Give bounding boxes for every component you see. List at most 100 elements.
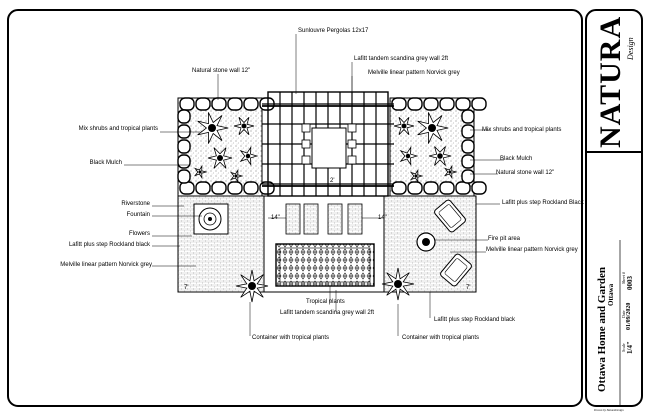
stone-icon	[461, 124, 475, 139]
date-value: 01/09/2020	[626, 302, 632, 330]
dimension-label: 14"	[271, 215, 280, 221]
container-plant-icon	[381, 267, 415, 301]
melville-top-label: Melville linear pattern Norvick grey	[368, 70, 460, 76]
stone-icon	[243, 181, 259, 195]
stone-icon	[471, 97, 487, 111]
shrub-icon	[193, 164, 208, 180]
stone-icon	[407, 97, 423, 111]
dimension-label: 7'	[184, 285, 189, 291]
title-block-frame	[585, 9, 643, 407]
lounge-chair-icon	[440, 253, 472, 287]
stone-icon	[227, 181, 243, 195]
stone-icon	[177, 139, 191, 154]
dining-table-icon	[311, 127, 347, 169]
dimension-label: 14"	[378, 215, 387, 221]
scale-value: 1/4"	[626, 341, 634, 354]
mulch-left-label: Black Mulch	[89, 160, 122, 166]
shrubs-right-label: Mix shrubs and tropical plants	[482, 127, 562, 133]
stone-icon	[195, 181, 211, 195]
fire-pit-label: Fire pit area	[488, 236, 521, 242]
lounge-chair-icon	[434, 199, 466, 233]
tropical-plant-bed	[275, 243, 375, 287]
stone-icon	[227, 97, 243, 111]
fountain-label: Fountain	[126, 212, 150, 218]
shrub-icon	[233, 117, 255, 135]
sheet-value: 0003	[626, 276, 634, 290]
shrub-icon	[417, 112, 449, 144]
mulch-right-label: Black Mulch	[500, 156, 533, 162]
project-city: Ottawa	[607, 283, 615, 306]
tropical-shrubs	[193, 112, 458, 184]
step-right-bottom-label: Lafitt plus step Rockland black	[434, 317, 516, 323]
container-right-label: Container with tropical plants	[402, 335, 480, 341]
stone-icon	[177, 109, 191, 124]
stone-icon	[471, 181, 487, 195]
pergola-label: Sunlouvre Pergolas 12x17	[298, 28, 369, 34]
shrub-icon	[409, 168, 424, 184]
tropical-plant-bed-inner	[279, 247, 371, 283]
stone-icon	[439, 181, 455, 195]
stone-icon	[461, 109, 475, 124]
container-plant-icon	[235, 269, 269, 303]
container-plant-icon	[235, 269, 269, 303]
stone-icon	[195, 97, 211, 111]
stone-icon	[455, 97, 471, 111]
tropical-plants-label: Tropical plants	[306, 299, 345, 305]
tandem-wall-top-label: Lafitt tandem scandina grey wall 2ft	[354, 56, 449, 62]
stone-icon	[455, 181, 471, 195]
leader-lines	[124, 34, 504, 336]
pergola	[262, 91, 394, 197]
tandem-wall-bottom-label: Lafitt tandem scandina grey wall 2ft	[280, 310, 375, 316]
stone-icon	[243, 97, 259, 111]
stone-icon	[177, 124, 191, 139]
stone-icon	[461, 154, 475, 169]
stone-wall-right-label: Natural stone wall 12"	[496, 170, 555, 176]
fountain-icon	[203, 212, 217, 226]
garden-bed-left	[177, 97, 263, 197]
shrub-icon	[207, 147, 233, 169]
stone-icon	[177, 169, 191, 184]
step-left-label: Lafitt plus step Rockland black	[68, 242, 150, 248]
shrub-icon	[399, 146, 419, 166]
stone-icon	[423, 97, 439, 111]
riverstone-label: Riverstone	[121, 201, 150, 207]
stone-icon	[407, 181, 423, 195]
step-block	[327, 203, 343, 235]
dimension-label: 2'	[330, 178, 335, 184]
stone-icon	[439, 97, 455, 111]
shrub-icon	[229, 168, 244, 184]
shrub-icon	[443, 164, 458, 180]
stone-icon	[179, 181, 195, 195]
shrub-icon	[393, 117, 415, 135]
container-plant-icon	[381, 267, 415, 301]
stone-icon	[461, 139, 475, 154]
brand-logo-script: Design	[626, 37, 635, 60]
step-block	[285, 203, 301, 235]
step-right-top-label: Lafitt plus step Rockland Black	[502, 200, 584, 206]
fire-pit-icon	[422, 238, 430, 246]
stone-icon	[461, 169, 475, 184]
stone-icon	[423, 181, 439, 195]
step-block	[347, 203, 363, 235]
natural-stone-wall	[177, 97, 487, 195]
shrub-icon	[428, 146, 452, 166]
stone-icon	[179, 97, 195, 111]
dimension-label: 7'	[466, 285, 471, 291]
melville-right-label: Melville linear pattern Norvick grey	[486, 247, 578, 253]
melville-left-label: Melville linear pattern Norvick grey	[60, 262, 152, 268]
drawn-by-note: Drawn by NaturaDesign	[594, 408, 624, 412]
shrub-icon	[197, 112, 229, 144]
shrub-icon	[239, 146, 259, 166]
brand-logo: NATURA	[594, 15, 627, 148]
container-left-label: Container with tropical plants	[252, 335, 330, 341]
stone-wall-left-label: Natural stone wall 12"	[192, 68, 251, 74]
flowers-label: Flowers	[128, 231, 150, 237]
step-block	[303, 203, 319, 235]
stone-icon	[177, 154, 191, 169]
stone-icon	[211, 97, 227, 111]
stone-icon	[391, 181, 407, 195]
shrubs-left-label: Mix shrubs and tropical plants	[78, 126, 158, 132]
stone-icon	[259, 181, 275, 195]
stone-icon	[391, 97, 407, 111]
